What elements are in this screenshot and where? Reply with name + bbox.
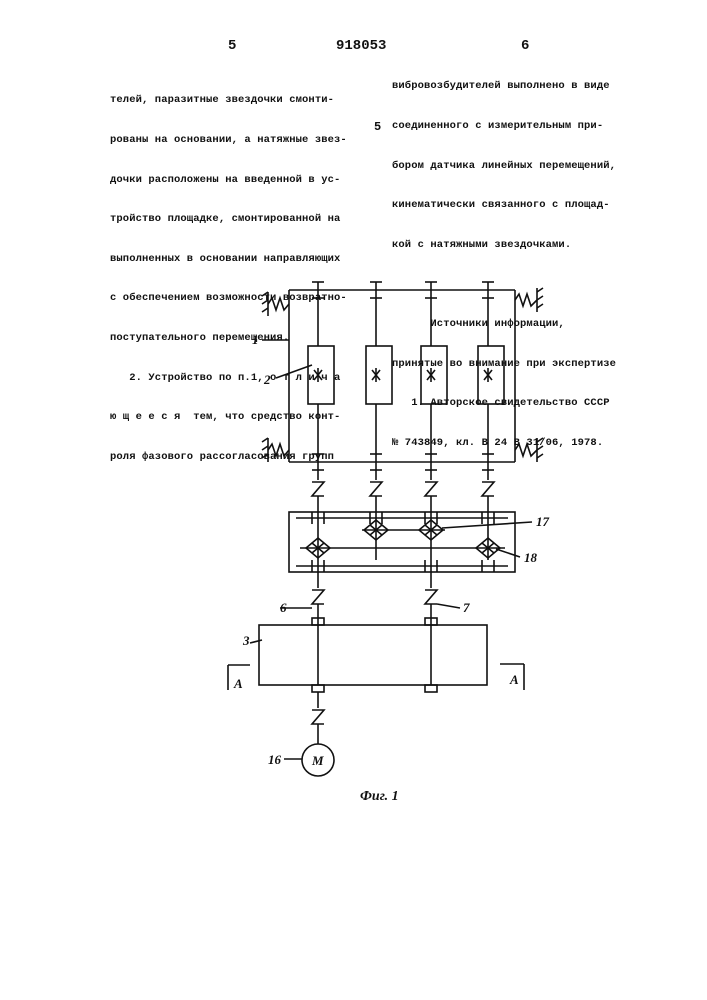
motor-label: M — [311, 753, 324, 768]
label-16: 16 — [268, 752, 282, 767]
label-17: 17 — [536, 514, 550, 529]
label-2: 2 — [263, 372, 271, 387]
label-1: 1 — [252, 332, 259, 347]
label-6: 6 — [280, 600, 287, 615]
shaft-1 — [308, 282, 334, 470]
figure-caption: Фиг. 1 — [360, 789, 399, 804]
spring-top-right — [515, 288, 543, 312]
spring-top-left — [262, 292, 289, 316]
spring-bottom-right — [515, 438, 543, 462]
coupling-motor — [312, 692, 324, 744]
label-3: 3 — [242, 633, 250, 648]
upper-frame — [289, 290, 515, 462]
sprocket-frame — [289, 512, 515, 588]
spring-bottom-left — [262, 438, 289, 462]
shaft-3 — [421, 282, 447, 470]
couplings-row-2 — [312, 590, 437, 625]
label-7: 7 — [463, 600, 470, 615]
shaft-4 — [478, 282, 504, 470]
couplings-row-1 — [312, 470, 494, 512]
shaft-2 — [366, 282, 392, 470]
section-label-left: A — [233, 676, 243, 691]
gearbox-3 — [259, 618, 487, 692]
section-label-right: A — [509, 672, 519, 687]
label-18: 18 — [524, 550, 538, 565]
